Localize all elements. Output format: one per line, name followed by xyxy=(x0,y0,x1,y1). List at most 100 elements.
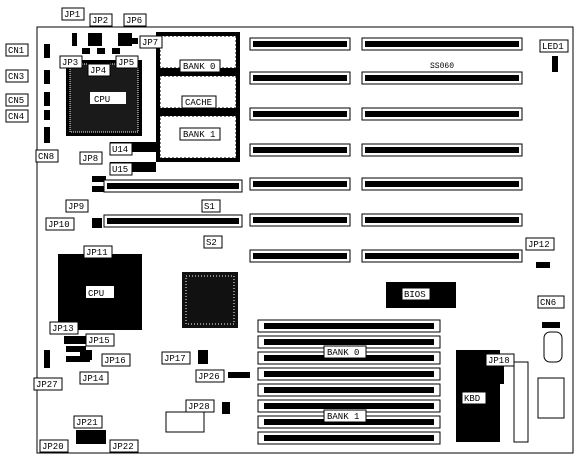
jp13-label: JP13 xyxy=(52,324,74,334)
bios-label: BIOS xyxy=(404,290,426,300)
isa-slots-left xyxy=(249,37,351,263)
jp8-label: JP8 xyxy=(82,154,98,164)
cn8-label: CN8 xyxy=(38,152,54,162)
s1-label-box xyxy=(201,199,221,213)
u14-label: U14 xyxy=(112,145,128,155)
bios-label-box xyxy=(401,287,431,301)
led1-connector xyxy=(552,56,558,72)
jp7-label-box xyxy=(139,35,163,49)
jp6-label: JP6 xyxy=(126,16,142,26)
jp15-jumper xyxy=(66,346,86,352)
jp28-label: JP28 xyxy=(188,402,210,412)
jp10-label: JP10 xyxy=(48,220,70,230)
jp20-21-22-jumpers xyxy=(76,430,106,444)
jp14-label: JP14 xyxy=(82,374,104,384)
cn5-connector xyxy=(44,92,50,106)
u15-chip xyxy=(110,162,156,172)
jp18-label-box xyxy=(485,353,515,367)
cn4-connector xyxy=(44,110,50,120)
u15-label: U15 xyxy=(112,165,128,175)
chip-id-label: SS060 xyxy=(430,62,454,71)
jp18-jumper xyxy=(498,366,504,384)
jp9-label-box xyxy=(65,199,89,213)
cn4-label-box xyxy=(5,109,29,123)
jp3-label-box xyxy=(59,55,83,69)
jp28-label-box xyxy=(185,399,215,413)
jp11-label: JP11 xyxy=(86,248,108,258)
cpu-top-label: CPU xyxy=(94,95,110,105)
bank0-top-label-box xyxy=(179,59,221,73)
cn5-label-box xyxy=(5,93,29,107)
u15-label-box xyxy=(109,162,133,176)
jp1-label-box xyxy=(61,7,85,21)
jp7-label: JP7 xyxy=(142,38,158,48)
led1-label-box xyxy=(539,39,569,53)
bank1-top-label-box xyxy=(179,127,221,141)
jp8-label-box xyxy=(79,151,103,165)
bank0-bottom-label-box xyxy=(323,345,367,359)
cpu-bottom-chip xyxy=(58,254,142,330)
jp22-label: JP22 xyxy=(112,442,134,452)
bank1-bottom-label-box xyxy=(323,409,367,423)
jp4-label-box xyxy=(87,63,111,77)
jp26-label-box xyxy=(195,369,225,383)
cn3-label: CN3 xyxy=(8,72,24,82)
jp15-label: JP15 xyxy=(88,336,110,346)
jp3-jumper xyxy=(82,48,90,54)
jp27-label-box xyxy=(33,377,63,391)
jp1-jumper xyxy=(72,33,77,46)
crystal-oscillator xyxy=(543,331,563,363)
jp12-label-box xyxy=(525,237,555,251)
jp7-jumper xyxy=(124,38,138,44)
jp17-label-box xyxy=(161,351,191,365)
bank0-top-label: BANK 0 xyxy=(183,62,215,72)
jp20-label: JP20 xyxy=(42,442,64,452)
jp5-label: JP5 xyxy=(118,58,134,68)
s2-label-box xyxy=(203,235,223,249)
jp15-label-box xyxy=(85,333,115,347)
jp4-label: JP4 xyxy=(90,66,106,76)
jp2-label-box xyxy=(89,13,113,27)
jp2-jumper xyxy=(88,33,102,46)
jp4-jumper xyxy=(97,48,105,54)
jp10-jumper xyxy=(92,218,102,228)
jp5-label-box xyxy=(115,55,139,69)
jp17-label: JP17 xyxy=(164,354,186,364)
jp5-jumper xyxy=(112,48,120,54)
jp26-label: JP26 xyxy=(198,372,220,382)
cn1-connector xyxy=(44,44,50,58)
jp16-jumper xyxy=(80,350,92,360)
isa-slots-right xyxy=(361,37,523,263)
cn3-label-box xyxy=(5,69,29,83)
kbd-label-box xyxy=(461,391,487,405)
jp1-label: JP1 xyxy=(64,10,80,20)
jp11-label-box xyxy=(83,245,113,259)
s1-slot xyxy=(103,179,243,193)
s2-slot xyxy=(103,214,243,228)
jp20-label-box xyxy=(39,439,69,453)
cn3-connector xyxy=(44,70,50,84)
jp27-label: JP27 xyxy=(36,380,58,390)
s2-label: S2 xyxy=(206,238,217,248)
jp2-label: JP2 xyxy=(92,16,108,26)
jp18-label: JP18 xyxy=(488,356,510,366)
jp16-label: JP16 xyxy=(104,356,126,366)
s1-label: S1 xyxy=(204,202,215,212)
u14-label-box xyxy=(109,142,133,156)
cn6-label: CN6 xyxy=(540,298,556,308)
jp17-jumper xyxy=(198,350,208,364)
jp9-jumper xyxy=(92,186,106,192)
jp26-jumper xyxy=(228,372,250,378)
led1-label: LED1 xyxy=(542,42,564,52)
jp8-jumper xyxy=(92,176,106,182)
cn8-connector xyxy=(44,127,50,143)
cn8-label-box xyxy=(35,149,59,163)
jp21-label: JP21 xyxy=(76,418,98,428)
jp13-jumper xyxy=(64,336,88,344)
cache-label: CACHE xyxy=(185,98,212,108)
bank1-top-label: BANK 1 xyxy=(183,130,215,140)
jp9-label: JP9 xyxy=(68,202,84,212)
keyboard-connector xyxy=(537,377,565,419)
kbd-label: KBD xyxy=(464,394,480,404)
u14-chip xyxy=(110,142,156,152)
